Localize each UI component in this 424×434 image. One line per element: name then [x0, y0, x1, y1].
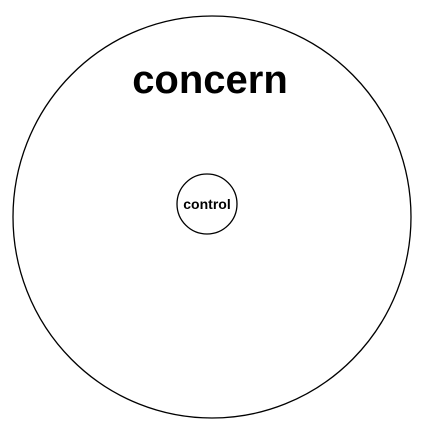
- inner-circle-label: control: [183, 196, 230, 212]
- outer-circle-label: concern: [132, 58, 288, 102]
- inner-circle-control: [176, 173, 238, 235]
